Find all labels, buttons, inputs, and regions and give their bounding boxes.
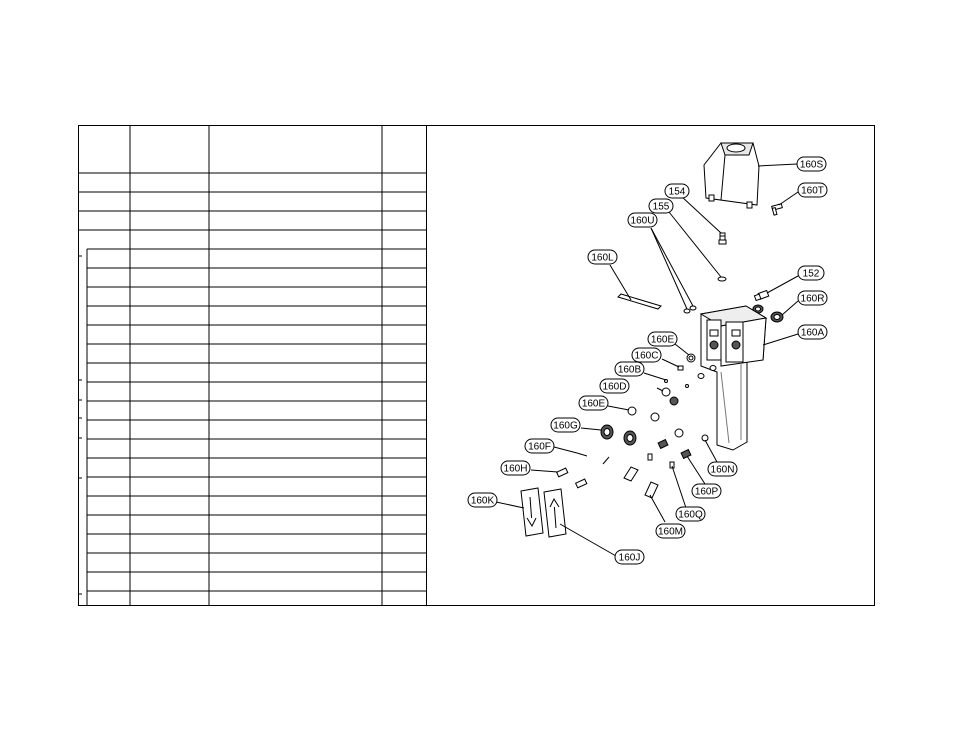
svg-text:152: 152 [803,269,820,280]
part-154-fitting [718,232,727,245]
svg-text:160E: 160E [582,399,606,410]
callout-160K: 160K [467,492,498,508]
part-160C-set-screw [677,365,684,371]
part-160S-hopper [703,142,760,209]
callout-160G: 160G [550,417,581,433]
part-160E-oring-bottom [627,406,684,438]
part-155-nut [717,276,727,282]
callout-160H: 160H [500,460,531,476]
leader-lines [495,163,799,557]
part-160L-rod [617,293,662,310]
callout-160A: 160A [797,324,828,340]
svg-text:160L: 160L [591,253,614,264]
svg-text:160P: 160P [695,487,719,498]
svg-text:154: 154 [669,187,686,198]
callout-160E-top: 160E [647,331,678,347]
svg-text:160Q: 160Q [678,510,703,521]
callout-154: 154 [664,183,690,199]
parts-table-grid [79,126,426,605]
svg-text:160M: 160M [658,527,683,538]
part-160P-fittings [647,438,692,461]
callout-155: 155 [648,198,674,214]
parts-list-table [79,126,427,605]
part-160G-knobs [600,424,637,446]
svg-text:160G: 160G [553,421,578,432]
part-160F-pins [576,452,610,465]
part-160H-spacers [555,467,588,489]
part-160U-pins [683,305,697,314]
callout-160M: 160M [655,523,686,539]
callout-160N: 160N [707,461,738,477]
svg-text:160K: 160K [471,496,495,507]
callout-160E-bottom: 160E [578,395,609,411]
svg-text:160D: 160D [603,382,627,393]
callout-160D: 160D [599,378,630,394]
callout-160T: 160T [797,182,828,198]
callout-160Q: 160Q [675,506,706,522]
svg-text:160H: 160H [504,464,528,475]
part-160M-sleeves [623,466,659,499]
callout-160P: 160P [691,483,722,499]
part-160K-arrow-plate-down [520,487,544,537]
part-160T-screw [771,203,783,216]
callout-160C: 160C [631,347,662,363]
part-160A-body [697,305,768,451]
exploded-view-svg: 160S 160T 154 155 160U 160L [467,142,828,565]
svg-text:155: 155 [653,202,670,213]
callout-160U: 160U [627,212,658,228]
callout-160B: 160B [614,361,645,377]
part-160E-oring-top [686,353,696,363]
svg-text:160C: 160C [635,351,659,362]
part-160Q-screw [669,461,675,469]
callout-152: 152 [797,265,825,281]
svg-text:160B: 160B [618,365,642,376]
callout-160R: 160R [797,290,828,306]
part-160D-washers [661,387,679,406]
svg-text:160U: 160U [631,216,655,227]
callout-160F: 160F [524,438,555,454]
svg-text:160E: 160E [651,335,675,346]
parts-sheet-frame: 160S 160T 154 155 160U 160L [78,125,875,606]
svg-text:160F: 160F [528,442,551,453]
exploded-assembly-diagram: 160S 160T 154 155 160U 160L [426,126,874,605]
svg-text:160S: 160S [800,160,824,171]
svg-text:160N: 160N [711,465,735,476]
svg-text:160T: 160T [801,186,824,197]
callout-160S: 160S [796,156,827,172]
callout-160J: 160J [614,549,645,565]
svg-text:160J: 160J [619,553,641,564]
callout-160L: 160L [587,249,618,265]
svg-text:160A: 160A [801,328,825,339]
part-160J-arrow-plate-up [543,488,567,538]
part-152-nipple [753,289,770,302]
part-160B-ball [664,379,689,388]
svg-text:160R: 160R [801,294,825,305]
part-160R-cap [752,304,784,323]
